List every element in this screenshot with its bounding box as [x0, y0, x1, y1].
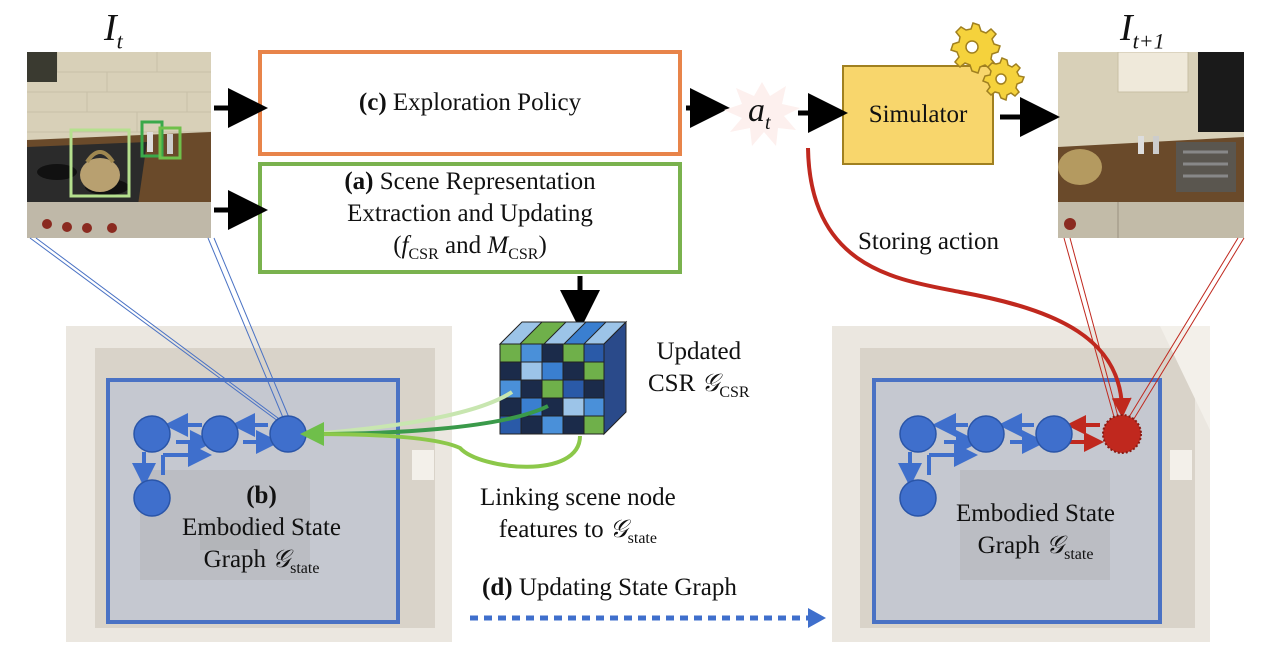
graph-node	[133, 415, 171, 453]
scene-line2: Extraction and Updating	[347, 199, 593, 227]
frame-it	[27, 52, 211, 238]
left-graph-edges	[132, 413, 280, 487]
graph-node	[269, 415, 307, 453]
scene-representation-box: (a) Scene Representation Extraction and …	[258, 162, 682, 274]
graph-node	[201, 415, 239, 453]
scene-letter: (a)	[344, 167, 374, 195]
policy-text: Exploration Policy	[392, 89, 582, 116]
linking-label: Linking scene node features to 𝒢state	[480, 484, 676, 547]
csr-cube	[498, 320, 628, 436]
left-graph-label: (b) Embodied State Graph 𝒢state	[182, 482, 341, 577]
projection-lines-left	[29, 237, 291, 425]
simulator-box: Simulator	[842, 65, 994, 165]
kitchen-image-it	[27, 52, 211, 238]
new-state-node	[1102, 414, 1142, 454]
frame-it-label: It	[104, 7, 123, 54]
graph-node	[899, 479, 937, 517]
graph-node	[967, 415, 1005, 453]
detection-box	[69, 128, 131, 198]
frame-it1-label: It+1	[1120, 7, 1165, 54]
scene-line3: (fCSR and MCSR)	[393, 231, 547, 263]
storing-action-label: Storing action	[858, 228, 999, 255]
updating-label: (d) Updating State Graph	[482, 574, 737, 601]
kitchen-image-it1	[1058, 52, 1244, 238]
graph-node	[133, 479, 171, 517]
detection-box	[140, 120, 164, 158]
linking-curves	[300, 390, 582, 469]
gear-icon	[950, 22, 1001, 74]
gear-icon	[982, 57, 1026, 102]
simulator-label: Simulator	[868, 101, 968, 128]
projection-lines-right	[1063, 237, 1245, 425]
right-graph-nodes	[899, 415, 1073, 517]
graph-node	[1035, 415, 1073, 453]
scene-line1: Scene Representation	[379, 167, 596, 195]
right-graph-label: Embodied State Graph 𝒢state	[956, 500, 1115, 563]
detection-box	[158, 126, 182, 160]
action-starburst	[724, 82, 800, 146]
policy-letter: (c)	[358, 89, 387, 116]
storing-action-curve	[806, 147, 1132, 418]
csr-label: Updated CSR 𝒢CSR	[648, 338, 750, 401]
graph-node	[899, 415, 937, 453]
right-graph-edges	[898, 413, 1046, 487]
updating-arrowhead	[808, 608, 826, 628]
action-label: at	[748, 92, 771, 134]
frame-it1	[1058, 52, 1244, 238]
exploration-policy-box: (c) Exploration Policy	[258, 50, 682, 156]
